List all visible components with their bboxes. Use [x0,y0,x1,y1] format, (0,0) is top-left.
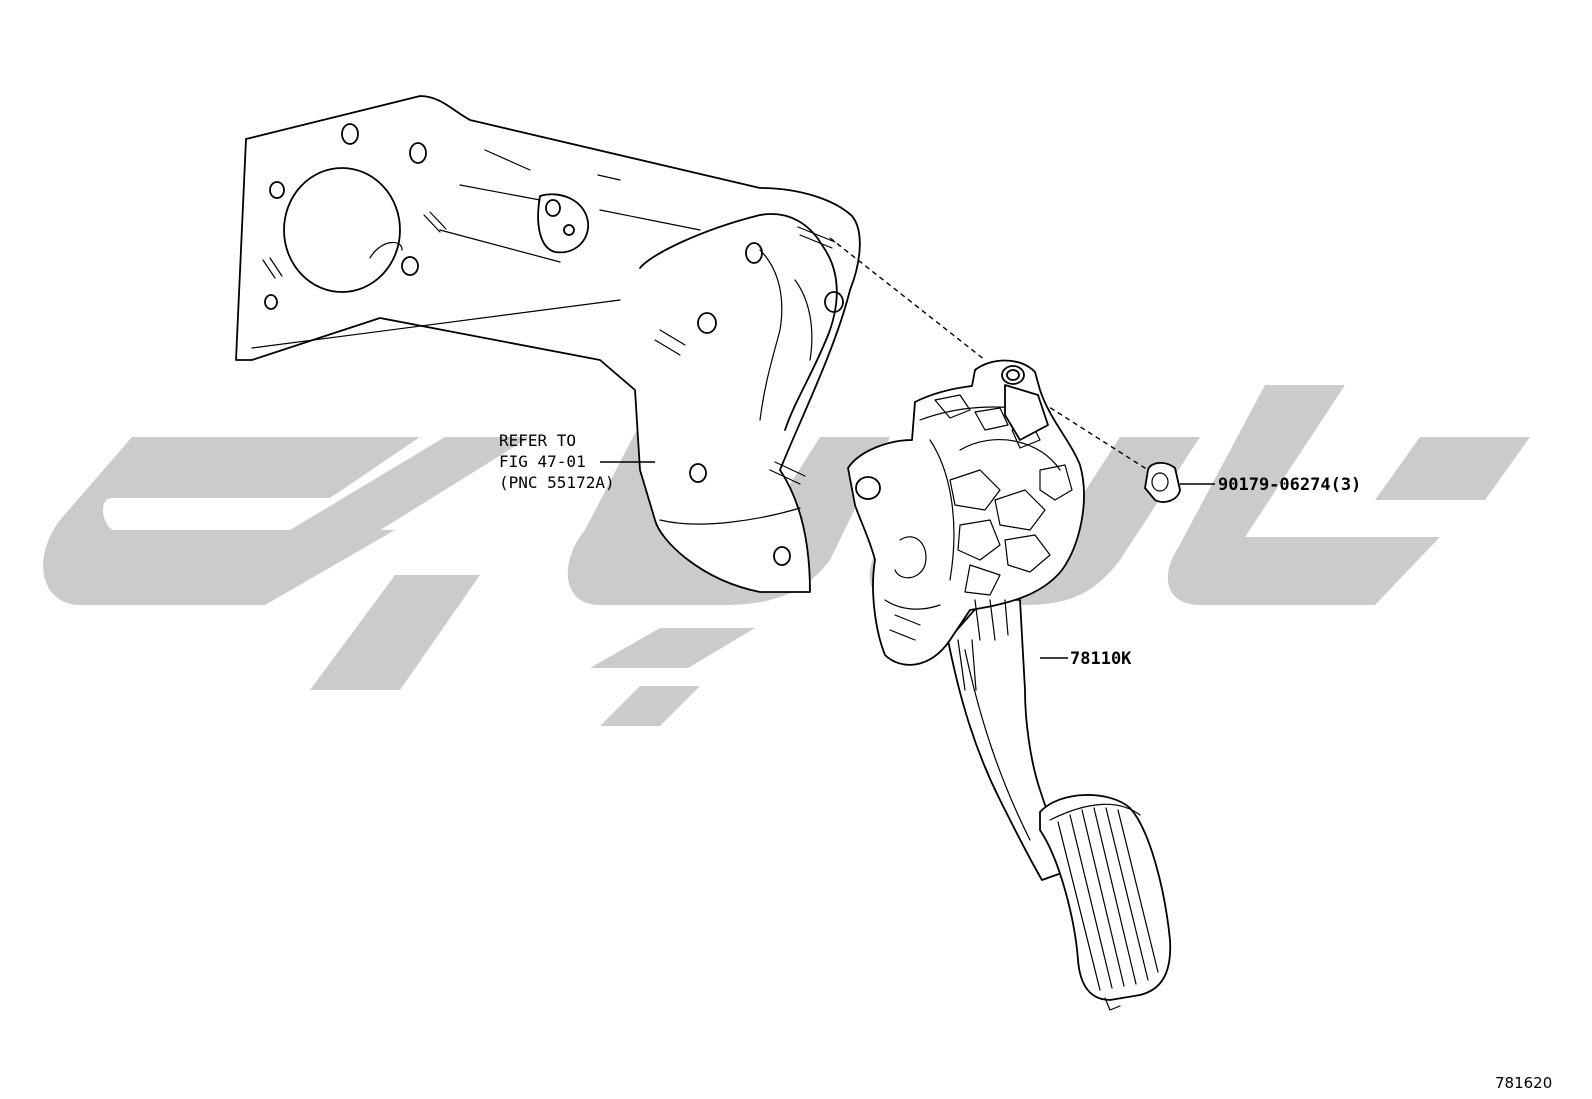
mounting-guide-line-lower [1034,397,1149,471]
refer-label-line3: (PNC 55172A) [499,473,615,492]
refer-label-line1: REFER TO [499,431,576,450]
pedal-part-number: 78110K [1070,649,1132,669]
mounting-guide-line-upper [829,237,986,361]
figure-id: 781620 [1495,1074,1552,1092]
nut-90179 [1144,462,1181,503]
pedal-mounting-bracket [235,95,861,593]
nut-part-number: 90179-06274(3) [1218,475,1361,495]
refer-label-line2: FIG 47-01 [499,452,586,471]
accelerator-pedal-assembly [847,359,1172,1011]
